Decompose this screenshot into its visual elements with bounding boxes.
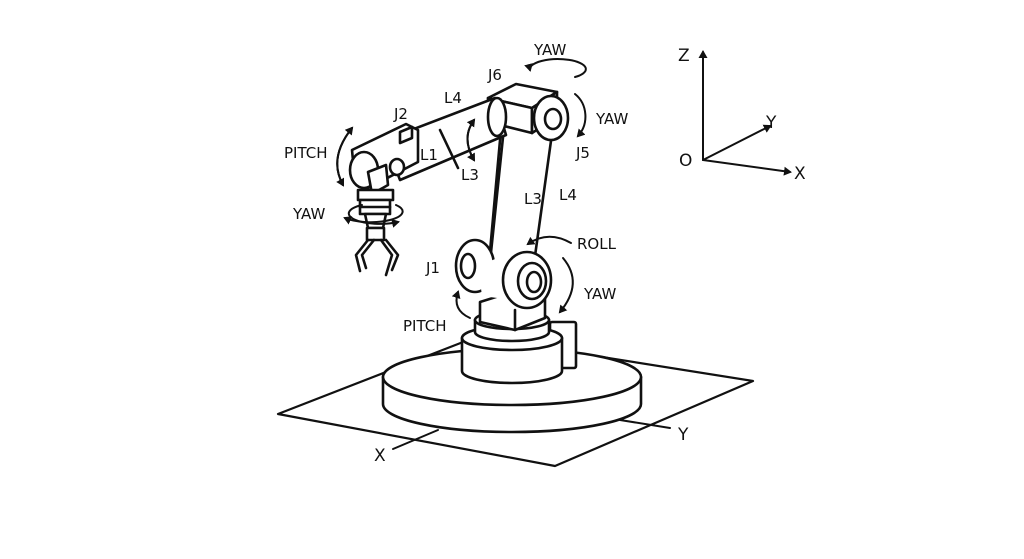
label-j5: J5	[575, 144, 590, 162]
yaw-base-arrow	[558, 257, 574, 314]
pitch-base-arrow	[451, 290, 471, 319]
label-yaw-base: YAW	[583, 285, 616, 303]
label-pitch-base: PITCH	[403, 317, 447, 335]
pitch-left-arrow-up	[336, 126, 354, 186]
axis-x-label: X	[794, 164, 806, 184]
label-j6: J6	[487, 66, 502, 84]
roll-arrow	[526, 235, 572, 246]
label-j2: J2	[393, 105, 408, 123]
label-ground-y: Y	[677, 425, 689, 445]
label-l1: L1	[420, 146, 438, 164]
component-labels: YAW J6 L4 J2 YAW PITCH L1 J5 L3 L4 L3 YA…	[284, 41, 689, 466]
axis-origin-label: O	[679, 151, 692, 171]
axis-z-label: Z	[678, 46, 690, 66]
label-l3-upper: L3	[461, 166, 479, 184]
coordinate-axes: Z Y O X	[678, 46, 806, 184]
label-ground-x: X	[374, 446, 386, 466]
y-axis-arrow	[702, 124, 772, 161]
yaw-gripper-arrow-left	[343, 204, 404, 225]
yaw-gripper-arrow-right	[347, 204, 400, 228]
ground-y-axis-line	[619, 419, 671, 429]
base-column	[460, 290, 578, 385]
ground-x-axis-line	[392, 429, 439, 450]
label-pitch-left: PITCH	[284, 144, 328, 162]
joint-j5	[532, 94, 570, 142]
yaw-right-arrow	[574, 93, 587, 138]
label-l4-arm: L4	[559, 186, 577, 204]
gripper	[354, 188, 400, 277]
joint-j1	[454, 238, 553, 310]
label-l4-upper: L4	[444, 89, 462, 107]
x-axis-arrow	[702, 159, 792, 176]
label-l3-arm: L3	[524, 190, 542, 208]
label-j1: J1	[425, 259, 440, 277]
label-yaw-top: YAW	[533, 41, 566, 59]
rotation-arrows	[336, 58, 587, 319]
axis-y-label: Y	[765, 113, 777, 133]
label-yaw-gripper: YAW	[292, 205, 325, 223]
wrist-joint-j2	[348, 122, 420, 196]
label-yaw-right: YAW	[595, 110, 628, 128]
label-roll: ROLL	[577, 235, 617, 253]
yaw-top-arrow	[524, 58, 587, 78]
l4-arrow-up	[466, 118, 476, 161]
